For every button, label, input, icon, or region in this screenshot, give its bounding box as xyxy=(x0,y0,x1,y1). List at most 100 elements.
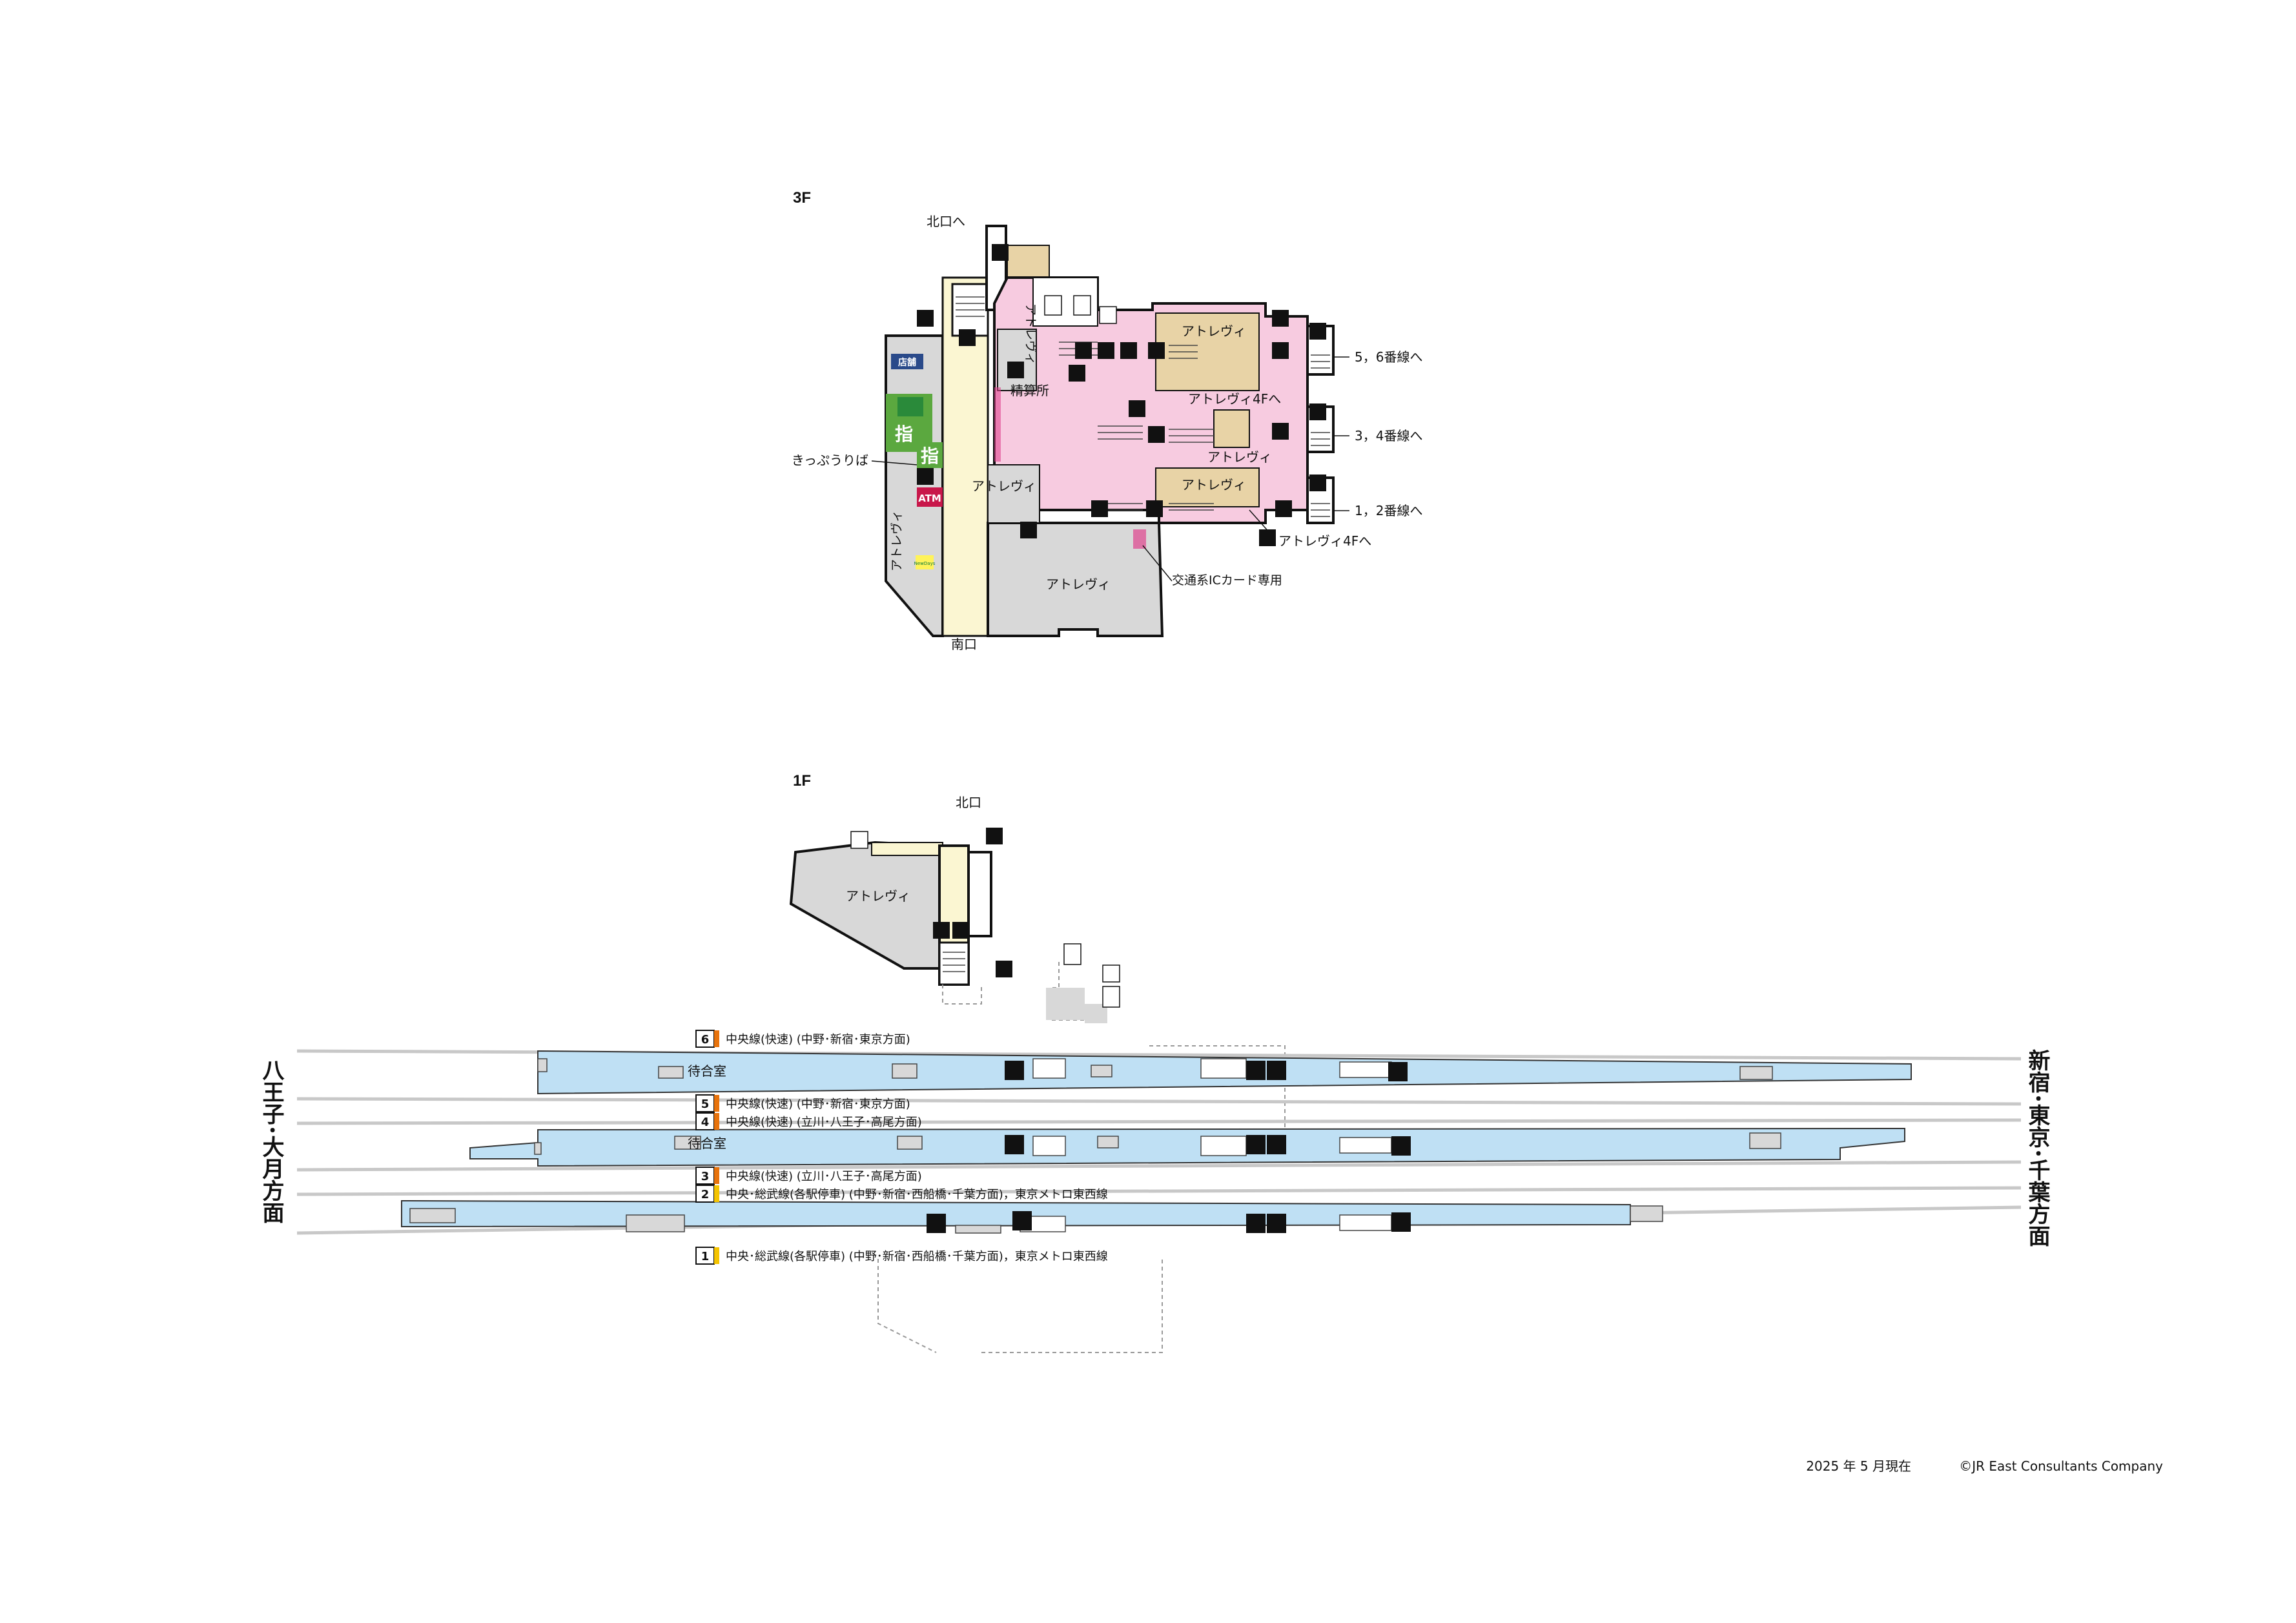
escalator-icon xyxy=(952,922,969,939)
escalator-icon xyxy=(1012,1211,1032,1230)
escalator-icon xyxy=(959,329,976,346)
footer-date: 2025 年 5 月現在 xyxy=(1806,1458,1911,1474)
elevator-icon xyxy=(1272,310,1289,327)
floor-plan-3f: ATM 店舗 指 指 NewDays xyxy=(885,225,1335,637)
locker-icon xyxy=(1098,342,1114,359)
escalator-icon xyxy=(1309,475,1326,491)
shop-atore-bottom xyxy=(1155,467,1260,507)
direction-east: 新宿･東京･千葉方面 xyxy=(2024,1049,2051,1247)
elevator-icon xyxy=(1267,1061,1286,1080)
waiting-room-label-2: 待合室 xyxy=(688,1136,726,1151)
platform-56-label: 5，6番線へ xyxy=(1355,349,1422,365)
platform-12-label: 1，2番線へ xyxy=(1355,503,1422,518)
track-color-3 xyxy=(714,1167,719,1184)
platform-3-4 xyxy=(469,1127,1905,1167)
direction-labels: 八王子･大月方面 新宿･東京･千葉方面 xyxy=(258,1049,2051,1247)
track-number-1: 1 xyxy=(701,1250,710,1263)
track-label-5: 5 中央線(快速) (中野･新宿･東京方面) xyxy=(695,1094,910,1112)
fare-office-block xyxy=(997,329,1037,391)
platform-icons xyxy=(927,1061,1411,1233)
escalator-icon xyxy=(1091,500,1108,517)
atm-label: ATM xyxy=(918,493,941,504)
to-atore4f-leader xyxy=(1249,509,1276,540)
floor-plan-1f xyxy=(789,841,1286,1353)
escalator-icon xyxy=(1246,1214,1266,1233)
elevator-icon xyxy=(1272,423,1289,440)
ic-card-label: 交通系ICカード専用 xyxy=(1172,573,1282,587)
escalator-icon xyxy=(1309,403,1326,420)
track-label-2: 2 中央･総武線(各駅停車) (中野･新宿･西船橋･千葉方面)，東京メトロ東西線 xyxy=(695,1185,1108,1203)
track-desc-3: 中央線(快速) (立川･八王子･高尾方面) xyxy=(726,1170,922,1183)
elevator-icon xyxy=(1267,1135,1286,1154)
shop-atore-1f xyxy=(789,841,944,970)
reserved-seat-label-2: 指 xyxy=(921,445,939,467)
shop-label-south: アトレヴィ xyxy=(1046,577,1111,592)
shop-sign-box xyxy=(891,354,923,369)
atm-box xyxy=(917,487,943,507)
track-desc-2: 中央･総武線(各駅停車) (中野･新宿･西船橋･千葉方面)，東京メトロ東西線 xyxy=(726,1188,1108,1201)
to-atore4f-label: アトレヴィ4Fへ xyxy=(1188,391,1281,407)
ic-card-gate xyxy=(1133,529,1146,549)
escalator-icon xyxy=(1246,1061,1266,1080)
shop-label-north: アトレヴィ xyxy=(1023,303,1038,365)
platform-34-label: 3，4番線へ xyxy=(1355,428,1422,444)
stair-markings-1f xyxy=(943,952,965,972)
toilet-female-icon xyxy=(1044,295,1062,316)
toilet-male-icon xyxy=(1073,295,1091,316)
track-labels: 6 中央線(快速) (中野･新宿･東京方面) 5 中央線(快速) (中野･新宿･… xyxy=(695,1030,1108,1265)
track-number-4: 4 xyxy=(701,1116,710,1129)
reserved-seat-box-2 xyxy=(917,442,943,468)
track-label-1: 1 中央･総武線(各駅停車) (中野･新宿･西船橋･千葉方面)，東京メトロ東西線 xyxy=(695,1247,1108,1265)
track-color-1 xyxy=(714,1247,719,1264)
track-label-3: 3 中央線(快速) (立川･八王子･高尾方面) xyxy=(695,1167,922,1185)
track-desc-6: 中央線(快速) (中野･新宿･東京方面) xyxy=(726,1033,910,1046)
track-desc-5: 中央線(快速) (中野･新宿･東京方面) xyxy=(726,1097,910,1111)
wheelchair-icon xyxy=(1102,965,1120,983)
toilet-male-icon xyxy=(1063,943,1081,965)
shop-label-left: アトレヴィ xyxy=(890,510,904,571)
escalator-icon xyxy=(1309,323,1326,340)
north-stair-shaft xyxy=(985,225,1007,311)
locker-icon xyxy=(1069,365,1085,382)
ticket-machine-icon xyxy=(917,468,934,485)
track-color-6 xyxy=(714,1030,719,1047)
escalator-icon xyxy=(1005,1061,1024,1080)
ticket-label: きっぷうりば xyxy=(792,453,868,468)
reserved-seat-label: 指 xyxy=(895,424,913,445)
icons-3f xyxy=(897,244,1326,546)
fare-adjust-icon xyxy=(1007,362,1024,378)
stairs-1f xyxy=(938,941,970,986)
wheelchair-icon xyxy=(1099,306,1117,324)
escalator-icon xyxy=(1005,1135,1024,1154)
ticket-leader xyxy=(871,460,917,465)
shop-atore-west xyxy=(987,464,1040,524)
escalator-icon xyxy=(1388,1062,1408,1081)
newdays-text: NewDays xyxy=(914,561,936,566)
shop-label-bottom: アトレヴィ xyxy=(1182,477,1246,493)
ic-card-leader xyxy=(1142,545,1173,582)
toilet-block-1f xyxy=(1046,988,1085,1020)
waiting-room-label-1: 待合室 xyxy=(688,1063,726,1079)
track-color-2 xyxy=(714,1185,719,1202)
escalator-icon xyxy=(1146,500,1163,517)
escalator-icon xyxy=(1246,1135,1266,1154)
elevator-icon xyxy=(1275,500,1292,517)
toilet-female-icon xyxy=(1102,986,1120,1008)
south-exit: 南口 xyxy=(951,637,977,652)
escalator-icon xyxy=(933,922,950,939)
shop-sign-label: 店舗 xyxy=(898,357,916,368)
elevator-icon xyxy=(996,961,1012,977)
passage-1f-top xyxy=(871,842,943,856)
icons-1f xyxy=(850,828,1120,1008)
shop-atore-south xyxy=(987,522,1164,637)
track-number-2: 2 xyxy=(701,1188,710,1201)
elevator-icon xyxy=(1267,1214,1286,1233)
escalator-icon xyxy=(1391,1136,1411,1156)
shop-label-1f: アトレヴィ xyxy=(846,888,910,904)
shop-area-left xyxy=(885,334,944,637)
shop-atore-mid xyxy=(1213,409,1250,448)
floor-label-1f: 1F xyxy=(793,772,811,790)
track-desc-1: 中央･総武線(各駅停車) (中野･新宿･西船橋･千葉方面)，東京メトロ東西線 xyxy=(726,1250,1108,1263)
north-exit-3f: 北口へ xyxy=(927,214,965,229)
